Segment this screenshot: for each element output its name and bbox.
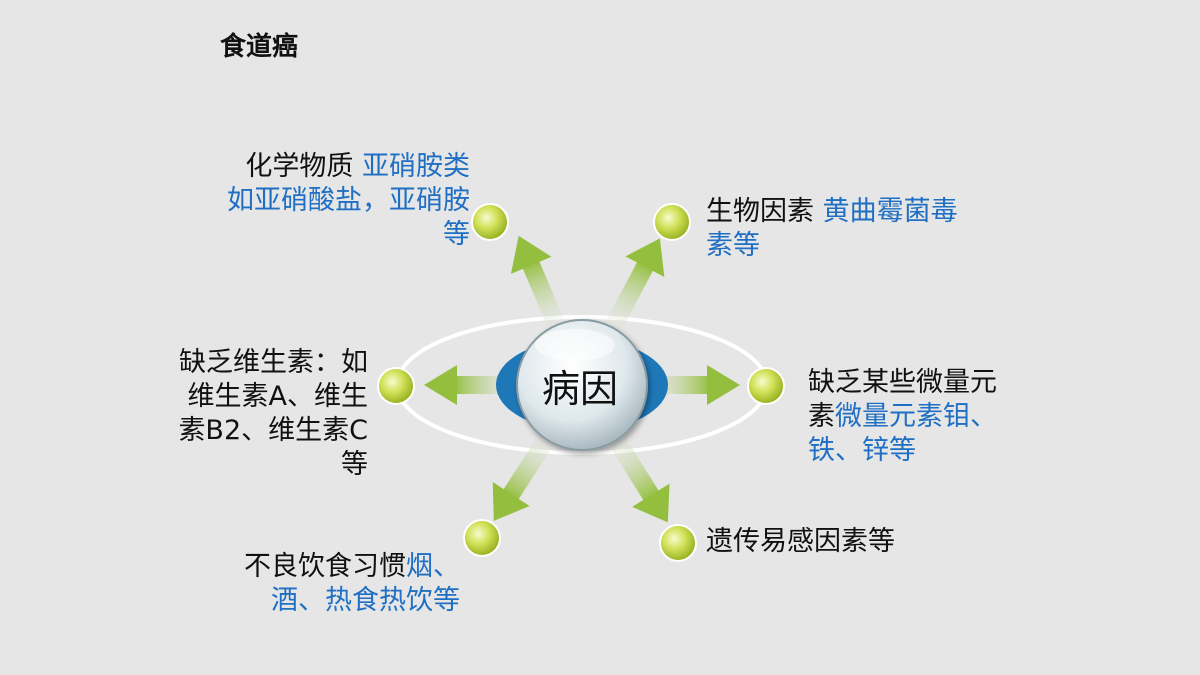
cause-biological: 生物因素 黄曲霉菌毒素等	[706, 195, 1006, 263]
ball-chemical	[471, 203, 509, 241]
cause-text: 不良饮食习惯	[244, 551, 406, 582]
cause-line: 素B2、维生素C	[130, 414, 368, 448]
cause-detail-text: 素等	[706, 230, 760, 261]
ball-genetic	[659, 524, 697, 562]
cause-text: 化学物质	[245, 151, 362, 182]
cause-text: 生物因素	[706, 196, 823, 227]
cause-detail-text: 微量元素钼、	[835, 401, 997, 432]
cause-text: 素B2、维生素C	[178, 415, 368, 446]
cause-line: 遗传易感因素等	[706, 525, 966, 559]
cause-text: 遗传易感因素等	[706, 526, 895, 557]
cause-text: 等	[341, 449, 368, 480]
cause-detail-text: 等	[443, 219, 470, 250]
cause-chemical: 化学物质 亚硝胺类如亚硝酸盐，亚硝胺等	[170, 150, 470, 252]
cause-line: 不良饮食习惯烟、	[160, 550, 460, 584]
arrow-up-right	[599, 238, 665, 341]
cause-detail-text: 黄曲霉菌毒	[822, 196, 958, 227]
ball-vitamin	[377, 367, 415, 405]
cause-line: 素等	[706, 229, 1006, 263]
ball-biological	[653, 203, 691, 241]
cause-detail-text: 烟、	[406, 551, 460, 582]
cause-detail-text: 铁、锌等	[808, 435, 916, 466]
cause-line: 等	[170, 218, 470, 252]
cause-line: 生物因素 黄曲霉菌毒	[706, 195, 1006, 229]
slide-title: 食道癌	[220, 32, 299, 62]
cause-diet: 不良饮食习惯烟、酒、热食热饮等	[160, 550, 460, 618]
cause-line: 维生素A、维生	[130, 380, 368, 414]
cause-text: 缺乏维生素：如	[179, 347, 368, 378]
cause-text: 维生素A、维生	[187, 381, 368, 412]
arrow-down-right	[603, 426, 670, 523]
cause-line: 化学物质 亚硝胺类	[170, 150, 470, 184]
cause-line: 缺乏某些微量元	[808, 366, 1048, 400]
arrows	[424, 235, 740, 523]
ball-diet	[463, 519, 501, 557]
cause-detail-text: 如亚硝酸盐，亚硝胺	[227, 185, 470, 216]
cause-line: 酒、热食热饮等	[160, 584, 460, 618]
cause-detail-text: 亚硝胺类	[362, 151, 470, 182]
cause-line: 缺乏维生素：如	[130, 346, 368, 380]
center-label: 病因	[541, 367, 618, 411]
cause-detail-text: 酒、热食热饮等	[271, 585, 460, 616]
center-hub	[496, 319, 668, 451]
cause-line: 等	[130, 448, 368, 482]
cause-line: 铁、锌等	[808, 434, 1048, 468]
ball-trace-element	[747, 367, 785, 405]
cause-line: 如亚硝酸盐，亚硝胺	[170, 184, 470, 218]
arrow-down-left	[492, 426, 560, 521]
cause-text: 缺乏某些微量元	[808, 367, 997, 398]
satellite-balls	[377, 203, 785, 562]
cause-line: 素微量元素钼、	[808, 400, 1048, 434]
cause-text: 素	[808, 401, 835, 432]
cause-genetic: 遗传易感因素等	[706, 525, 966, 559]
cause-trace-element: 缺乏某些微量元素微量元素钼、铁、锌等	[808, 366, 1048, 468]
arrow-up-left	[510, 235, 569, 338]
